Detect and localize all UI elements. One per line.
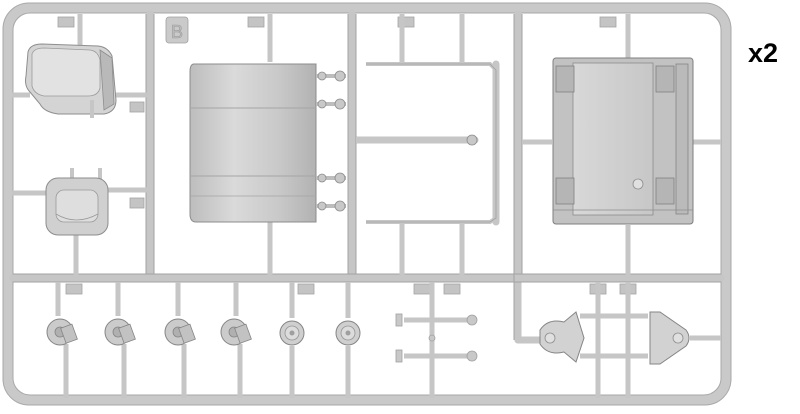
sprue-frame (3, 3, 731, 405)
wheel-hub-2 (104, 318, 136, 346)
sprue-letter-tab: B (165, 16, 189, 44)
wheel-hub-3 (164, 318, 196, 346)
steering-rods (395, 282, 478, 398)
axle-bracket (539, 282, 721, 398)
battery-box (522, 14, 721, 276)
cab-seat-shell (12, 14, 148, 118)
wheel-hub-1 (46, 318, 78, 346)
sprue-letter: B (171, 22, 183, 42)
wheel-hub-4 (220, 318, 252, 346)
brake-drum-1 (279, 320, 305, 346)
fuel-tank-cylinder (189, 14, 346, 276)
number-tabs (57, 16, 637, 295)
ladder-frame (356, 14, 498, 276)
lower-runner-gates (55, 282, 351, 398)
seat-cushion (12, 168, 148, 276)
quantity-label: x2 (748, 38, 779, 68)
brake-drum-2 (335, 320, 361, 346)
